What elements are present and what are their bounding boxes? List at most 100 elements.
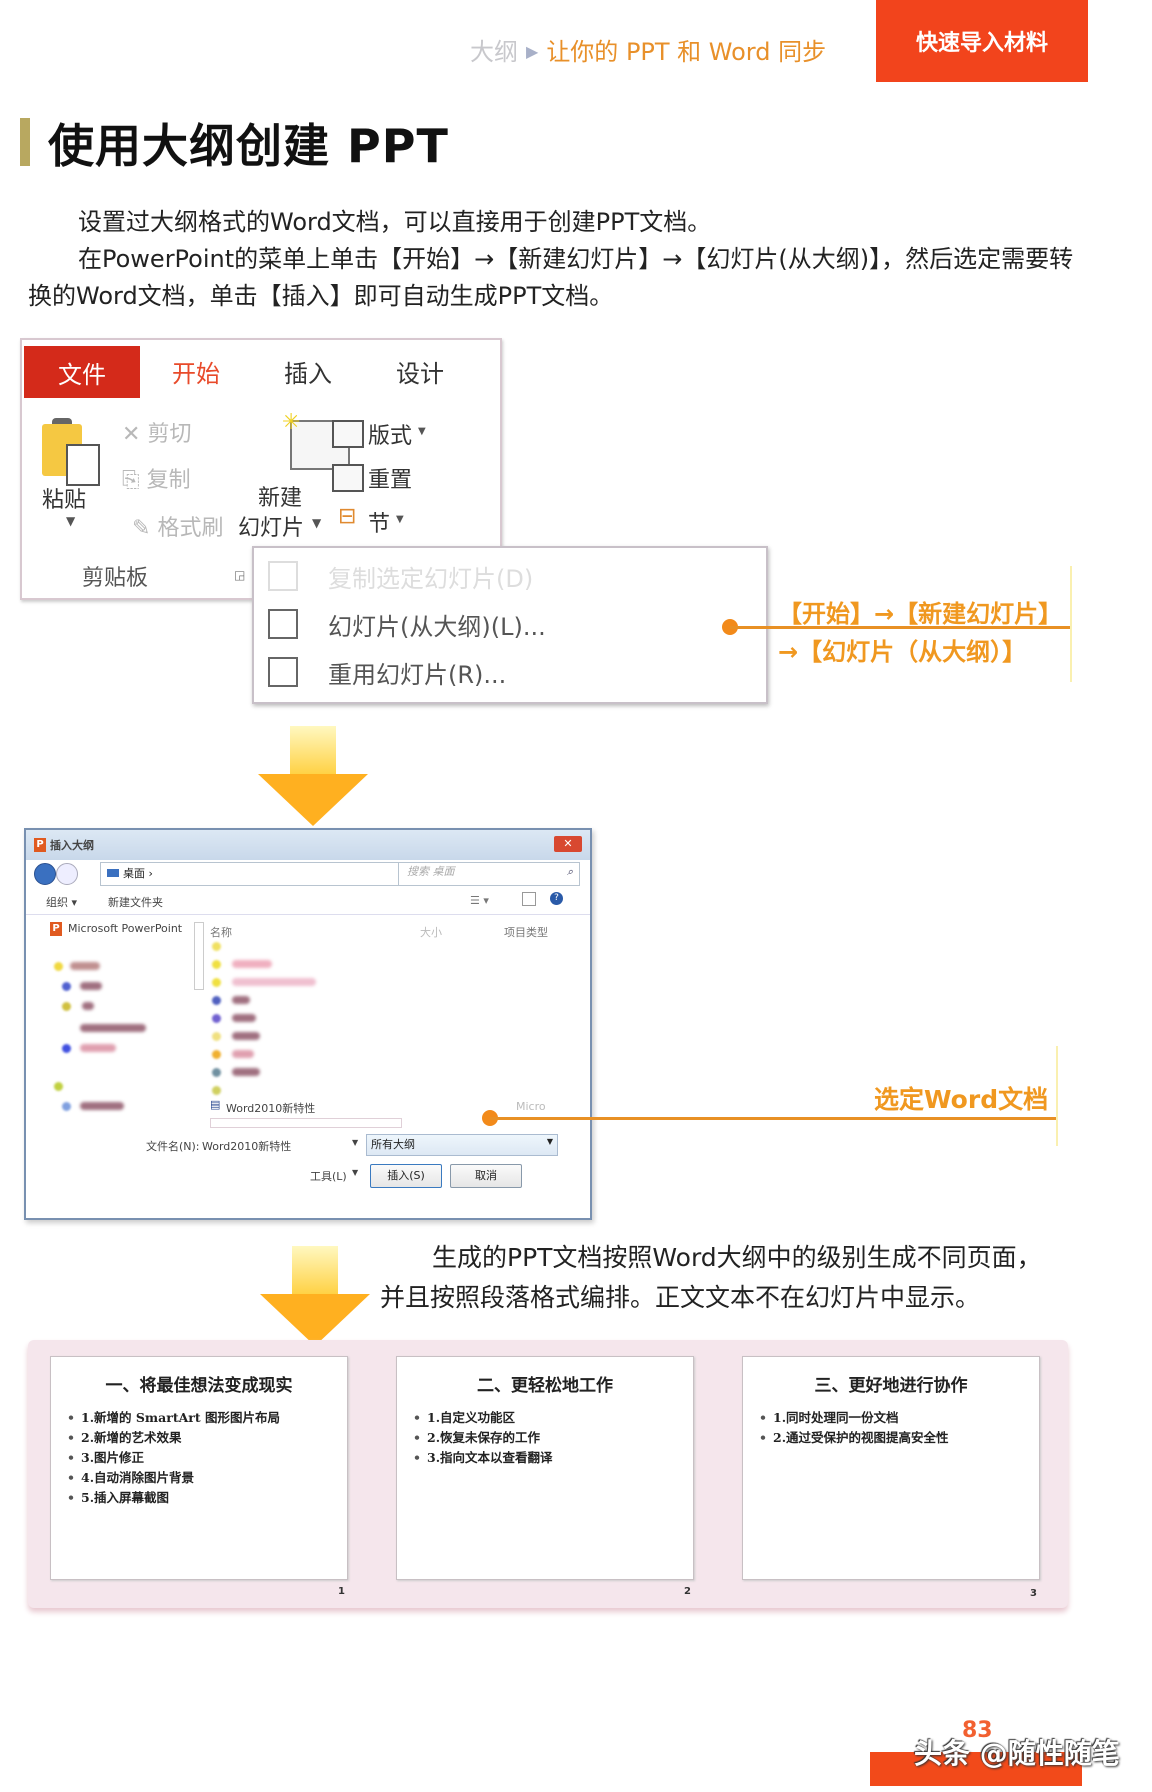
slide-title: 二、更轻松地工作: [477, 1376, 613, 1396]
tools-dropdown-icon: ▼: [352, 1168, 359, 1177]
clipboard-clip-icon: [52, 418, 72, 428]
clipboard-group-label: 剪贴板: [82, 566, 149, 591]
new-slide-label-2: 幻灯片: [238, 516, 305, 541]
organize-button[interactable]: 组织 ▾: [46, 896, 78, 909]
dialog-title: 插入大纲: [50, 839, 94, 852]
powerpoint-icon: P: [50, 922, 62, 936]
file-type-select[interactable]: 所有大纲 ▼: [366, 1134, 558, 1156]
tab-file[interactable]: 文件: [24, 346, 140, 398]
watermark: 头条 @随性随笔: [914, 1737, 1120, 1770]
copy-button[interactable]: ⎘ 复制: [122, 462, 191, 494]
filename-input[interactable]: Word2010新特性: [202, 1140, 292, 1153]
outline-slides-icon: [268, 609, 298, 639]
help-icon[interactable]: ?: [550, 892, 563, 905]
sidebar-item-powerpoint[interactable]: Microsoft PowerPoint: [68, 922, 183, 935]
menu-item-label: 幻灯片(从大纲)(L)...: [328, 612, 546, 641]
new-slide-menu: 复制选定幻灯片(D) 幻灯片(从大纲)(L)... 重用幻灯片(R)...: [252, 546, 768, 704]
dialog-titlebar: P 插入大纲 ✕: [26, 830, 590, 860]
layout-dropdown-icon: ▼: [418, 426, 426, 437]
slide-bullets: 1.同时处理同一份文档 2.通过受保护的视图提高安全性: [759, 1408, 1039, 1448]
section-tag: 快速导入材料: [876, 0, 1088, 82]
insert-button[interactable]: 插入(S): [370, 1164, 442, 1188]
view-options-icon[interactable]: ☰ ▾: [470, 894, 489, 907]
reset-icon: [332, 464, 364, 492]
forward-button[interactable]: [56, 863, 78, 885]
down-arrow-icon: [260, 1246, 370, 1346]
search-placeholder: 搜索 桌面: [407, 865, 455, 878]
menu-item-slides-from-outline[interactable]: 幻灯片(从大纲)(L)...: [268, 604, 546, 644]
reuse-slides-icon: [268, 657, 298, 687]
filename-label: 文件名(N):: [146, 1140, 200, 1153]
file-item-selected[interactable]: Word2010新特性: [226, 1102, 316, 1115]
back-button[interactable]: [34, 863, 56, 885]
paste-dropdown-icon: ▼: [66, 514, 76, 528]
dialog-launcher-icon[interactable]: ◲: [234, 568, 246, 582]
column-size[interactable]: 大小: [420, 926, 442, 939]
list-item: 2.恢复未保存的工作: [413, 1428, 693, 1448]
layout-icon: [332, 420, 364, 448]
close-button[interactable]: ✕: [554, 836, 582, 852]
callout-1-line-1: 【开始】→【新建幻灯片】: [778, 600, 1063, 628]
result-description: 生成的PPT文档按照Word大纲中的级别生成不同页面， 并且按照段落格式编排。正…: [380, 1238, 1080, 1318]
slide-thumbnail-1[interactable]: 一、将最佳想法变成现实 1.新增的 SmartArt 图形图片布局 2.新增的艺…: [50, 1356, 348, 1580]
search-input[interactable]: 搜索 桌面 ⌕: [398, 862, 580, 886]
paste-label: 粘贴: [42, 488, 87, 513]
sidebar-scrollbar[interactable]: [194, 922, 204, 990]
list-item: 2.新增的艺术效果: [67, 1428, 347, 1448]
file-item-type: Micro: [516, 1100, 546, 1113]
title-accent-bar: [20, 118, 30, 166]
intro-text: 设置过大纲格式的Word文档，可以直接用于创建PPT文档。 在PowerPoin…: [28, 204, 1088, 315]
desktop-icon: [107, 869, 119, 877]
callout-2-text: 选定Word文档: [874, 1085, 1049, 1114]
layout-label: 版式: [368, 424, 413, 449]
down-arrow-icon: [258, 726, 368, 826]
format-painter-button[interactable]: ✎ 格式刷: [132, 510, 223, 542]
cut-button[interactable]: ✕ 剪切: [122, 416, 191, 448]
menu-item-reuse-slides[interactable]: 重用幻灯片(R)...: [268, 652, 506, 692]
slide-number: 3: [1030, 1588, 1037, 1599]
breadcrumb-parent: 大纲: [470, 38, 518, 66]
paste-page-icon: [66, 444, 100, 486]
slide-thumbnail-3[interactable]: 三、更好地进行协作 1.同时处理同一份文档 2.通过受保护的视图提高安全性: [742, 1356, 1040, 1580]
slide-title: 一、将最佳想法变成现实: [105, 1376, 293, 1396]
address-bar[interactable]: 桌面 ›: [100, 862, 402, 886]
section-label: 节: [368, 512, 391, 537]
menu-item-label: 重用幻灯片(R)...: [328, 660, 507, 689]
horizontal-scrollbar[interactable]: [210, 1118, 402, 1128]
section-dropdown-icon: ▼: [396, 514, 404, 525]
menu-item-duplicate-slides[interactable]: 复制选定幻灯片(D): [268, 556, 533, 596]
tab-insert[interactable]: 插入: [284, 360, 332, 388]
preview-pane-icon[interactable]: [522, 892, 536, 906]
callout-1-line-2: →【幻灯片（从大纲）】: [778, 638, 1027, 666]
word-doc-icon: ▤: [210, 1098, 221, 1111]
tab-design[interactable]: 设计: [396, 360, 444, 388]
description-line-1: 生成的PPT文档按照Word大纲中的级别生成不同页面，: [432, 1243, 1042, 1272]
list-item: 1.自定义功能区: [413, 1408, 693, 1428]
section-icon: ⊟: [338, 504, 357, 529]
slide-thumbnail-2[interactable]: 二、更轻松地工作 1.自定义功能区 2.恢复未保存的工作 3.指向文本以查看翻译: [396, 1356, 694, 1580]
slide-number: 1: [338, 1586, 345, 1597]
new-slide-dropdown-icon: ▼: [312, 516, 322, 530]
reset-label: 重置: [368, 468, 413, 493]
copy-icon: ⎘: [122, 468, 147, 493]
chevron-down-icon: ▼: [546, 1137, 553, 1146]
menu-item-label: 复制选定幻灯片(D): [328, 564, 534, 593]
new-slide-label-1: 新建: [258, 486, 303, 511]
tab-home[interactable]: 开始: [172, 360, 220, 388]
new-folder-button[interactable]: 新建文件夹: [108, 896, 163, 909]
scissors-icon: ✕: [122, 422, 148, 447]
tools-button[interactable]: 工具(L): [310, 1170, 347, 1183]
address-text: 桌面 ›: [123, 867, 153, 880]
slide-title: 三、更好地进行协作: [814, 1376, 968, 1396]
page-title: 使用大纲创建 PPT: [48, 119, 449, 173]
list-item: 3.图片修正: [67, 1448, 347, 1468]
triangle-right-icon: ▶: [526, 42, 539, 61]
callout-line: [490, 1117, 1056, 1120]
cut-label: 剪切: [147, 422, 192, 447]
cancel-button[interactable]: 取消: [450, 1164, 522, 1188]
column-type[interactable]: 项目类型: [504, 926, 548, 939]
column-name[interactable]: 名称: [210, 926, 232, 939]
powerpoint-icon: P: [34, 838, 46, 852]
filename-dropdown-icon[interactable]: ▼: [352, 1138, 359, 1147]
list-item: 5.插入屏幕截图: [67, 1488, 347, 1508]
